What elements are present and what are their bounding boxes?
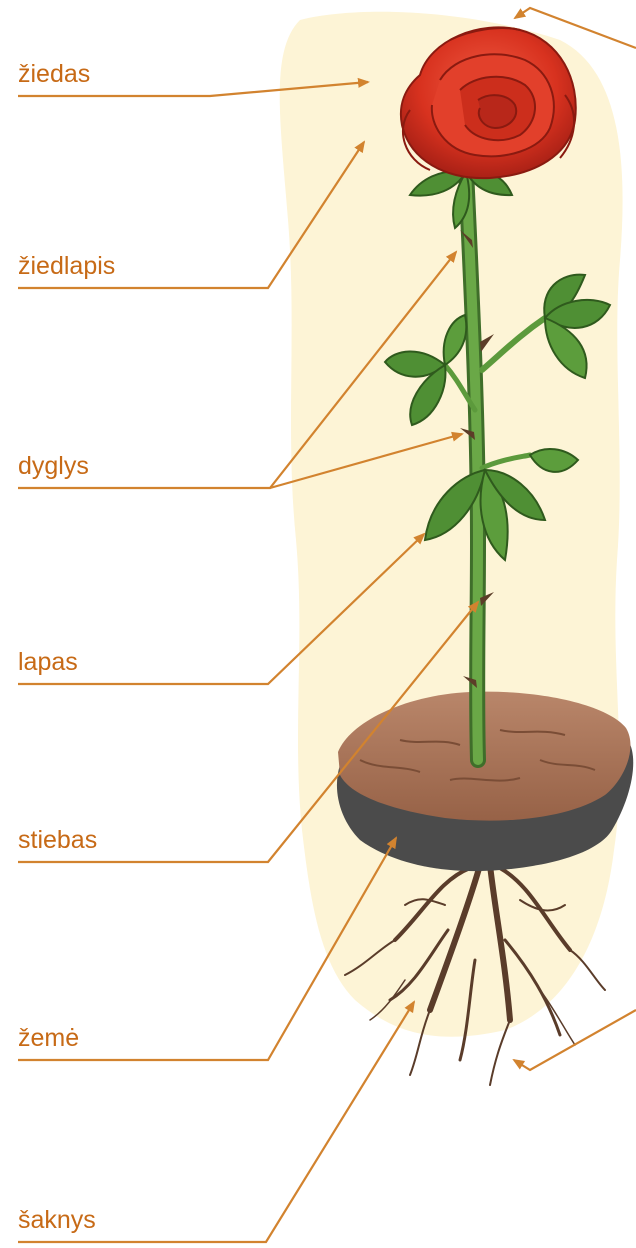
label-stem: stiebas: [18, 826, 97, 854]
label-roots: šaknys: [18, 1206, 96, 1234]
label-flower: žiedas: [18, 60, 90, 88]
label-leaf: lapas: [18, 648, 78, 676]
labels: žiedas žiedlapis dyglys lapas stiebas že…: [18, 60, 115, 1234]
leader-bottom-right: [514, 1010, 636, 1070]
label-petal: žiedlapis: [18, 252, 115, 280]
label-soil: žemė: [18, 1024, 79, 1052]
label-thorn: dyglys: [18, 452, 89, 480]
